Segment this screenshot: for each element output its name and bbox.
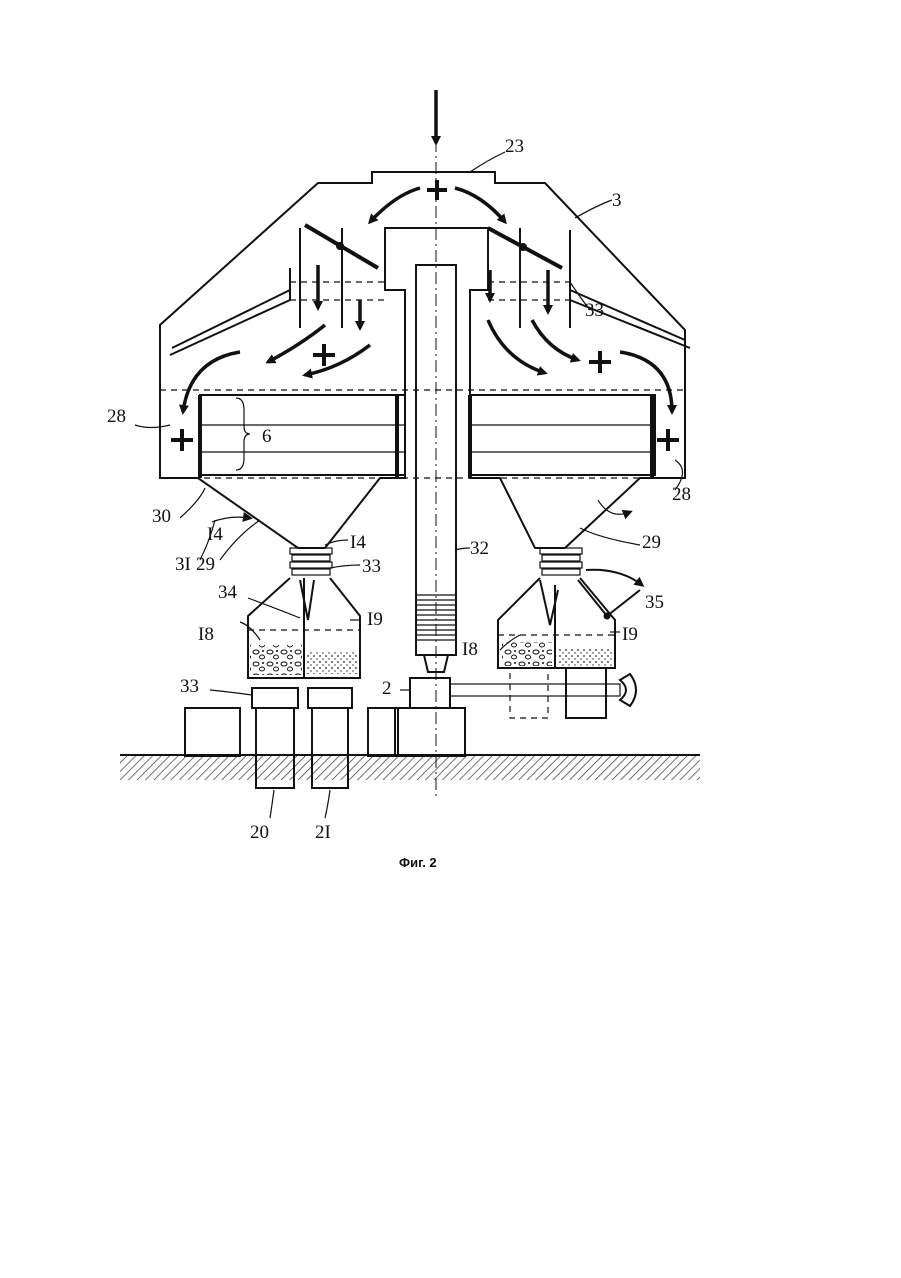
label-31: 3I: [175, 554, 191, 575]
label-2: 2: [382, 678, 392, 699]
label-34: 34: [218, 582, 238, 603]
label-33-bottom: 33: [180, 676, 199, 697]
label-19-right: I9: [622, 624, 638, 645]
label-30: 30: [152, 506, 171, 527]
sieve-right: [470, 395, 655, 478]
label-33-top: 33: [585, 300, 604, 321]
label-21: 2I: [315, 822, 331, 843]
ground: [120, 755, 700, 780]
label-14-left: I4: [207, 524, 223, 545]
label-3: 3: [612, 190, 622, 211]
label-18-right: I8: [462, 639, 478, 660]
label-28-left: 28: [107, 406, 126, 427]
label-29-left: 29: [196, 554, 215, 575]
label-19-left: I9: [367, 609, 383, 630]
label-20: 20: [250, 822, 269, 843]
label-18-left: I8: [198, 624, 214, 645]
label-23: 23: [505, 136, 524, 157]
figure-caption: Фиг. 2: [399, 855, 437, 870]
label-33-mid: 33: [362, 556, 381, 577]
label-32: 32: [470, 538, 489, 559]
label-35: 35: [645, 592, 664, 613]
label-14-right: I4: [350, 532, 366, 553]
label-6: 6: [262, 426, 272, 447]
label-28-right: 28: [672, 484, 691, 505]
label-29-right: 29: [642, 532, 661, 553]
sieve-left: [200, 395, 405, 478]
